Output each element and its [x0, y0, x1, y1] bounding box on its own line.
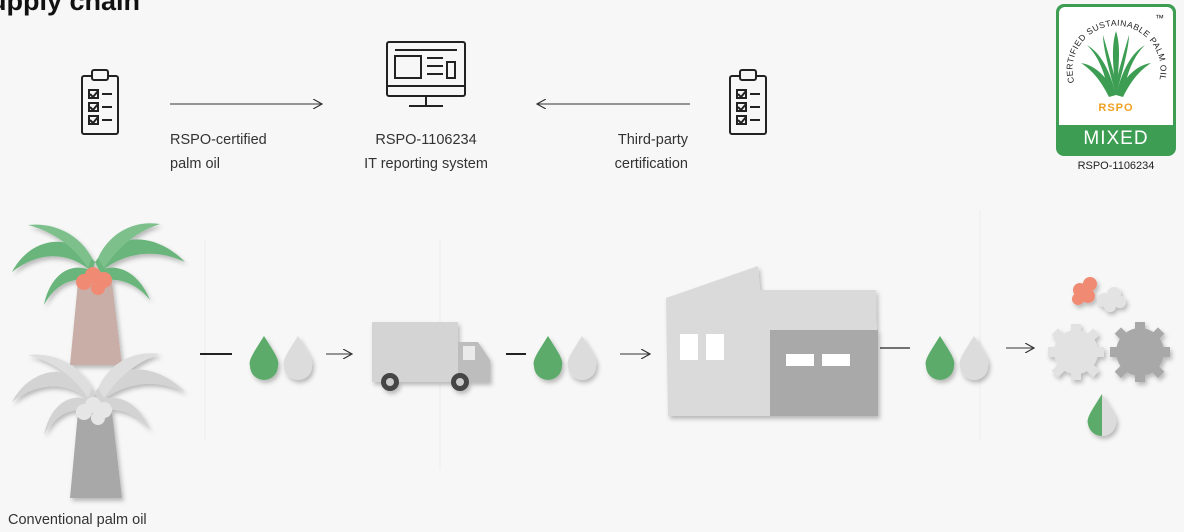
conventional-palm-tree — [12, 353, 185, 498]
certification-label: Third-party certification — [614, 132, 688, 172]
oil-drop-grey — [959, 336, 989, 380]
rspo-logo: CERTIFIED SUSTAINABLE PALM OIL ™ RSPO — [1064, 13, 1168, 114]
rspo-badge: CERTIFIED SUSTAINABLE PALM OIL ™ RSPO MI… — [1056, 4, 1176, 156]
badge-id: RSPO-1106234 — [1077, 160, 1155, 172]
gear-icon-light — [1048, 324, 1104, 380]
badge-mixed-label: MIXED — [1083, 128, 1149, 149]
page-title: upply chain — [0, 0, 141, 16]
half-oil-drop-icon — [1087, 394, 1117, 437]
clipboard-icon-right — [729, 69, 767, 135]
certified-label: RSPO-certified palm oil — [170, 132, 267, 172]
oil-drop-green — [533, 336, 563, 380]
system-label: RSPO-1106234 IT reporting system — [364, 132, 488, 172]
badge-tm: ™ — [1155, 13, 1164, 23]
truck-icon — [372, 322, 490, 391]
oil-drop-green — [925, 336, 955, 380]
conventional-label: Conventional palm oil — [8, 512, 147, 528]
factory-icon — [666, 266, 878, 416]
oil-drop-grey — [567, 336, 597, 380]
computer-monitor-icon — [386, 41, 466, 107]
badge-rspo-text: RSPO — [1098, 102, 1133, 114]
oil-drop-grey — [283, 336, 313, 380]
certified-palm-tree — [12, 223, 185, 365]
fruit-cluster-icon — [1072, 277, 1126, 312]
palm-leaf-icon — [1081, 31, 1151, 97]
badge-logo-area: CERTIFIED SUSTAINABLE PALM OIL ™ RSPO — [1059, 7, 1173, 125]
oil-drop-green — [249, 336, 279, 380]
gear-icon-dark — [1110, 322, 1170, 382]
clipboard-icon-left — [81, 69, 119, 135]
